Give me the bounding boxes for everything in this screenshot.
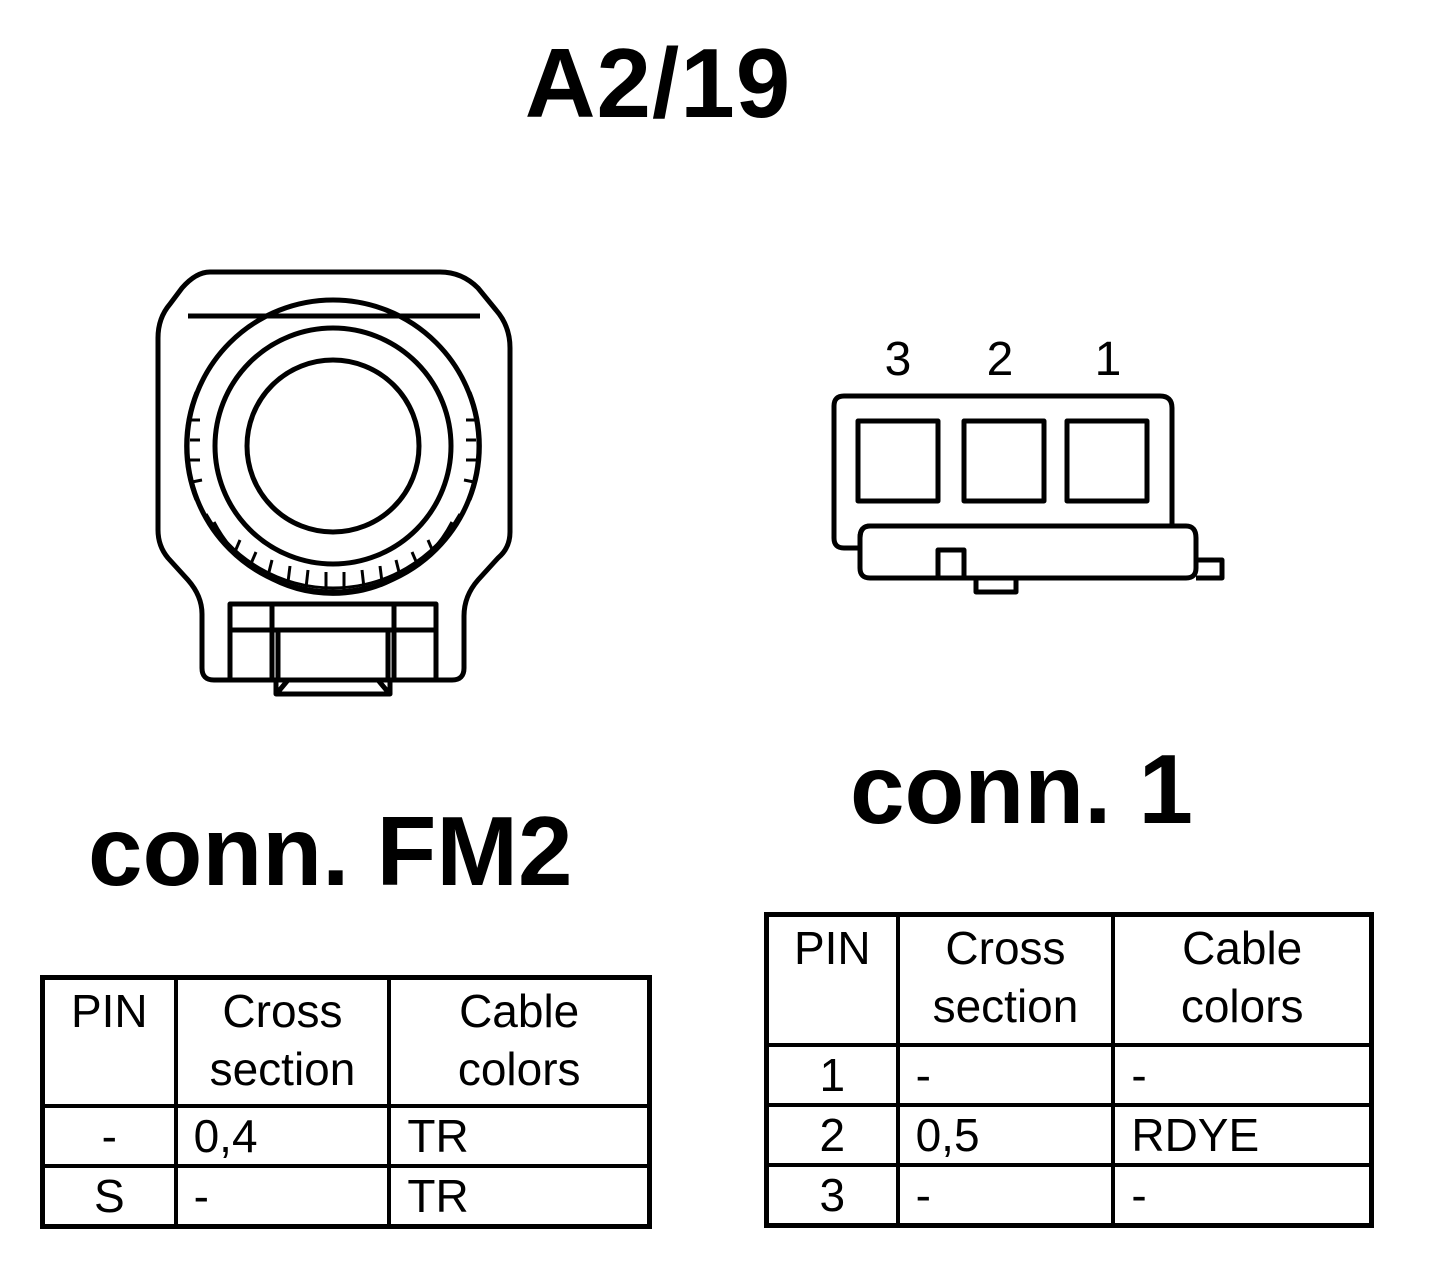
fm2-connector-label: conn. FM2	[88, 796, 573, 906]
fm2-connector-drawing	[155, 269, 513, 697]
pin-cell: 1	[764, 1043, 900, 1107]
pin-number-3: 3	[884, 333, 912, 386]
header-cable-colors: Cable colors	[387, 975, 652, 1108]
conn1-pin-table: PIN Cross section Cable colors 1 - - 2 0…	[764, 912, 1374, 1228]
pin-number-1: 1	[1094, 333, 1122, 386]
pin-cell: -	[40, 1104, 178, 1168]
pin-cell: 3	[764, 1163, 900, 1228]
cable-color-cell: TR	[387, 1164, 652, 1229]
table-row: - 0,4 TR	[40, 1104, 652, 1168]
cross-section-cell: -	[173, 1164, 392, 1229]
table-row: 2 0,5 RDYE	[764, 1103, 1374, 1167]
c1-connector-drawing	[831, 393, 1225, 595]
pin-cell: 2	[764, 1103, 900, 1167]
cable-color-cell: TR	[387, 1104, 652, 1168]
header-pin: PIN	[40, 975, 178, 1108]
pin-cell: S	[40, 1164, 178, 1229]
cross-section-cell: -	[895, 1043, 1116, 1107]
cable-color-cell: RDYE	[1111, 1103, 1374, 1167]
header-cross-section: Cross section	[895, 912, 1116, 1047]
page-title: A2/19	[524, 28, 792, 138]
table-row: 3 - -	[764, 1163, 1374, 1228]
knurl-ticks	[190, 418, 476, 590]
pin-number-2: 2	[986, 333, 1014, 386]
cross-section-cell: 0,4	[173, 1104, 392, 1168]
fm2-pin-table: PIN Cross section Cable colors - 0,4 TR …	[40, 975, 652, 1229]
table-row: 1 - -	[764, 1043, 1374, 1107]
header-cable-colors: Cable colors	[1111, 912, 1374, 1047]
cross-section-cell: -	[895, 1163, 1116, 1228]
cable-color-cell: -	[1111, 1163, 1374, 1228]
table-header-row: PIN Cross section Cable colors	[40, 975, 652, 1108]
table-row: S - TR	[40, 1164, 652, 1229]
conn1-connector-label: conn. 1	[850, 734, 1194, 844]
cross-section-cell: 0,5	[895, 1103, 1116, 1167]
cable-color-cell: -	[1111, 1043, 1374, 1107]
header-cross-section: Cross section	[173, 975, 392, 1108]
header-pin: PIN	[764, 912, 900, 1047]
table-header-row: PIN Cross section Cable colors	[764, 912, 1374, 1047]
